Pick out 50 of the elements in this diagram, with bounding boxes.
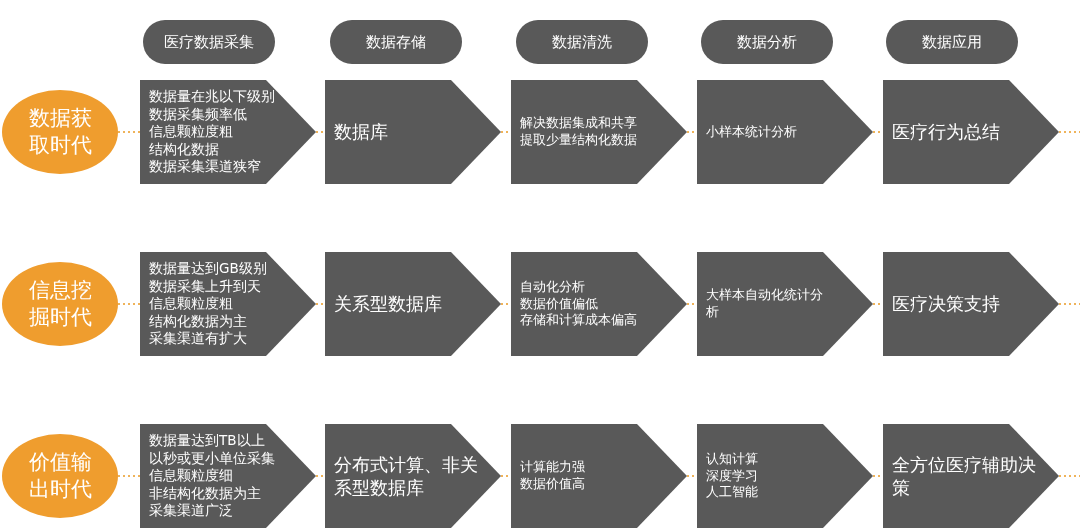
chevron-text: 关系型数据库 <box>334 292 443 316</box>
stage-header: 数据清洗 <box>516 20 648 64</box>
chevron-text: 采集渠道有扩大 <box>149 330 248 348</box>
era-label: 价值输出时代 <box>2 434 118 518</box>
chevron-text: 数据量达到GB级别 <box>149 260 268 278</box>
chevron-text: 数据量达到TB以上 <box>149 432 266 450</box>
dotted-connector <box>315 475 326 477</box>
chevron-text: 信息颗粒度粗 <box>149 123 234 141</box>
stage-header: 医疗数据采集 <box>143 20 275 64</box>
dotted-connector <box>315 131 326 133</box>
chevron-text: 以秒或更小单位采集 <box>149 449 276 468</box>
era-label: 信息挖掘时代 <box>2 262 118 346</box>
chevron-text: 小样本统计分析 <box>706 123 798 141</box>
chevron-text: 数据量在兆以下级别 <box>149 88 276 106</box>
chevron-text: 提取少量结构化数据 <box>520 132 638 149</box>
chevron-text: 大样本自动化统计分析 <box>706 287 824 321</box>
chevron-text: 深度学习 <box>706 467 759 485</box>
dotted-connector <box>315 303 326 305</box>
chevron-text: 非结构化数据为主 <box>149 484 262 503</box>
dotted-connector <box>1058 475 1080 477</box>
chevron-text: 数据采集渠道狭窄 <box>149 158 262 176</box>
chevron-text: 医疗决策支持 <box>892 292 1001 316</box>
chevron-text: 计算能力强 <box>520 459 586 476</box>
chevron-text: 信息颗粒度粗 <box>149 295 234 313</box>
chevron-text: 数据采集频率低 <box>149 105 248 124</box>
chevron-text: 解决数据集成和共享 <box>520 115 638 132</box>
dotted-connector <box>117 475 141 477</box>
chevron-text: 认知计算 <box>706 450 759 468</box>
chevron-text: 人工智能 <box>706 484 759 502</box>
stage-header: 数据分析 <box>701 20 833 64</box>
chevron-text: 结构化数据为主 <box>149 312 248 331</box>
chevron-text: 数据价值高 <box>520 476 586 493</box>
chevron-text: 信息颗粒度细 <box>149 467 234 485</box>
chevron-text: 数据采集上升到天 <box>149 277 262 296</box>
dotted-connector <box>1058 303 1080 305</box>
stage-header: 数据应用 <box>886 20 1018 64</box>
chevron-text: 数据库 <box>334 120 389 144</box>
dotted-connector <box>117 303 141 305</box>
era-label: 数据获取时代 <box>2 90 118 174</box>
chevron-text: 医疗行为总结 <box>892 120 1001 144</box>
chevron-text: 自动化分析 <box>520 278 586 296</box>
chevron-text: 采集渠道广泛 <box>149 502 234 520</box>
dotted-connector <box>117 131 141 133</box>
chevron-text: 存储和计算成本偏高 <box>520 312 638 330</box>
chevron-text: 全方位医疗辅助决策 <box>892 452 1037 500</box>
stage-header: 数据存储 <box>330 20 462 64</box>
chevron-text: 分布式计算、非关系型数据库 <box>334 452 479 500</box>
dotted-connector <box>1058 131 1080 133</box>
chevron-text: 结构化数据 <box>149 140 220 159</box>
chevron-text: 数据价值偏低 <box>520 295 599 313</box>
